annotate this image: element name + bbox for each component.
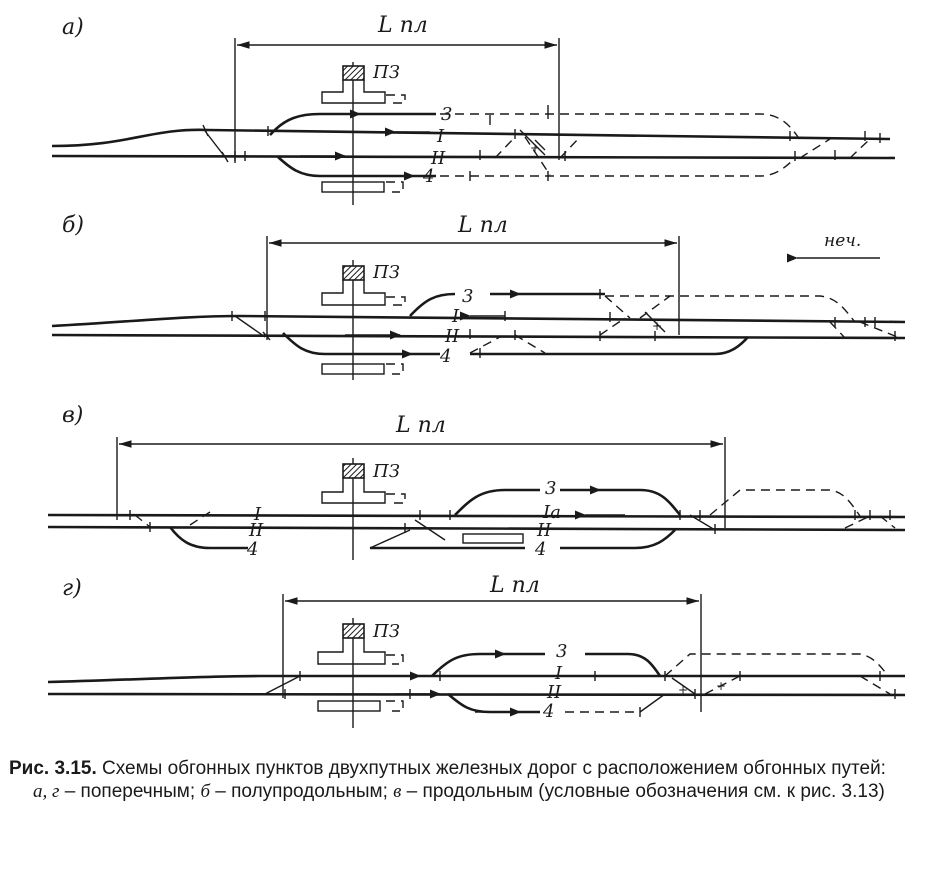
station-label: ПЗ — [372, 262, 400, 283]
track-label-I: I — [554, 663, 563, 684]
panel-letter: г) — [62, 576, 82, 601]
track-label-I: I — [253, 504, 262, 525]
caption-letter-c: в — [393, 781, 402, 802]
panel-d: г) L пл ПЗ — [47, 573, 906, 728]
track-label-4: 4 — [439, 346, 451, 367]
length-label: L пл — [395, 413, 446, 438]
siding-track-4 — [168, 526, 248, 550]
main-track-II — [47, 525, 906, 532]
station-building — [321, 260, 406, 380]
length-label: L пл — [377, 13, 428, 38]
main-track-II — [51, 333, 906, 340]
panel-c: в) L пл ПЗ — [47, 403, 906, 560]
main-track-I — [51, 128, 891, 148]
caption-legend: а, г – поперечным; б – полупродольным; в… — [9, 780, 944, 803]
track-label-3: 3 — [545, 478, 556, 499]
figure-caption: Рис. 3.15. Схемы обгонных пунктов двухпу… — [9, 757, 944, 803]
main-track-I — [47, 674, 905, 684]
track-label-4: 4 — [542, 701, 554, 722]
track-label-II-right: II — [536, 520, 552, 541]
main-track-II — [51, 154, 896, 160]
caption-letter-b: б — [200, 781, 210, 802]
direction-label: неч. — [824, 231, 861, 251]
main-track-I — [51, 314, 906, 328]
caption-text-b: – полупродольным; — [210, 781, 394, 802]
track-label-I: I — [451, 306, 460, 327]
siding-track-4 — [277, 156, 436, 178]
station-building — [321, 62, 406, 205]
station-building — [317, 618, 404, 728]
panel-letter: а) — [62, 15, 84, 40]
panel-a: а) L пл ПЗ + — [51, 13, 896, 205]
length-label: L пл — [457, 213, 508, 238]
track-label-II: II — [430, 148, 446, 169]
track-label-II: II — [444, 326, 460, 347]
platform — [462, 533, 524, 544]
siding-track-3 — [431, 652, 545, 677]
siding-track-4 — [447, 693, 540, 714]
siding-track-3 — [454, 488, 540, 516]
siding-track-3 — [269, 112, 436, 136]
caption-title: Схемы обгонных пунктов двухпутных железн… — [96, 758, 886, 779]
station-label: ПЗ — [372, 621, 400, 642]
panel-b: б) L пл неч. ПЗ — [51, 213, 906, 380]
overtaking-stations-diagram: а) L пл ПЗ + — [47, 13, 906, 728]
track-label-II: II — [248, 520, 264, 541]
main-track-II — [47, 692, 906, 697]
caption-text-a: – поперечным; — [59, 781, 201, 802]
track-label-II: II — [546, 682, 562, 703]
track-label-4-right: 4 — [534, 539, 546, 560]
station-label: ПЗ — [372, 62, 400, 83]
length-label: L пл — [489, 573, 540, 598]
siding-track-4 — [282, 332, 440, 356]
main-track-I — [47, 513, 906, 519]
caption-label: Рис. 3.15. — [9, 758, 97, 779]
caption-letters-a-g: а, г — [33, 781, 60, 802]
track-label-3: 3 — [462, 286, 473, 307]
svg-text:+: + — [530, 141, 540, 155]
track-label-4: 4 — [422, 166, 434, 187]
siding-track-3 — [409, 292, 456, 317]
station-building — [321, 458, 406, 560]
track-label-3: 3 — [441, 104, 452, 125]
track-label-4: 4 — [246, 539, 258, 560]
panel-letter: б) — [62, 213, 84, 238]
svg-text:+: + — [716, 679, 726, 693]
svg-text:+: + — [652, 319, 662, 333]
station-label: ПЗ — [372, 461, 400, 482]
track-label-Ia: Iа — [542, 502, 561, 523]
track-label-3: 3 — [556, 641, 567, 662]
svg-text:+: + — [678, 683, 688, 697]
track-label-I: I — [436, 126, 445, 147]
caption-text-c: – продольным (условные обозначения см. к… — [401, 781, 885, 802]
panel-letter: в) — [62, 403, 83, 428]
